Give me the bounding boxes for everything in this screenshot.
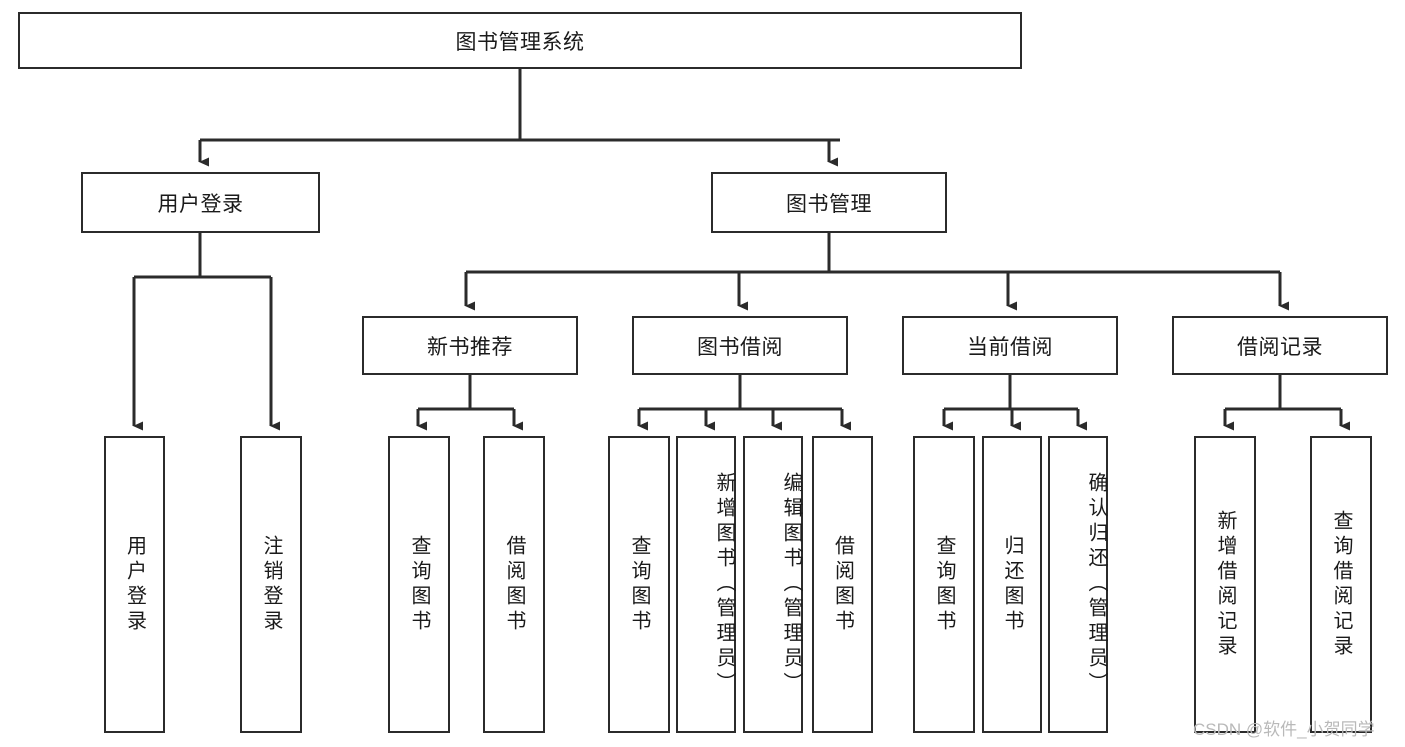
node-root-label: 图书管理系统 xyxy=(455,30,585,54)
node-user-login[interactable]: 用户登录 xyxy=(81,172,320,233)
node-leaf-add-book-admin[interactable]: 新增图书（管理员） xyxy=(676,436,736,733)
node-leaf-confirm-return-admin[interactable]: 确认归还（管理员） xyxy=(1048,436,1108,733)
node-leaf-add-book-admin-label: 新增图书（管理员） xyxy=(713,472,735,697)
node-book-borrow[interactable]: 图书借阅 xyxy=(632,316,848,375)
node-leaf-query-borrow-record[interactable]: 查询借阅记录 xyxy=(1310,436,1372,733)
node-book-manage[interactable]: 图书管理 xyxy=(711,172,947,233)
node-new-book-recommend-label: 新书推荐 xyxy=(427,335,513,359)
node-leaf-user-logout-label: 注销登录 xyxy=(260,534,282,635)
node-root[interactable]: 图书管理系统 xyxy=(18,12,1022,69)
node-leaf-borrow-book-1[interactable]: 借阅图书 xyxy=(483,436,545,733)
node-leaf-add-borrow-record-label: 新增借阅记录 xyxy=(1214,509,1236,660)
node-new-book-recommend[interactable]: 新书推荐 xyxy=(362,316,578,375)
node-borrow-record-label: 借阅记录 xyxy=(1237,335,1323,359)
node-leaf-add-borrow-record[interactable]: 新增借阅记录 xyxy=(1194,436,1256,733)
node-user-login-label: 用户登录 xyxy=(157,192,244,216)
node-leaf-user-login[interactable]: 用户登录 xyxy=(104,436,165,733)
node-leaf-borrow-book-1-label: 借阅图书 xyxy=(503,534,525,635)
csdn-watermark: CSDN @软件_小贺同学 xyxy=(1193,720,1375,739)
node-leaf-query-book-1[interactable]: 查询图书 xyxy=(388,436,450,733)
node-leaf-query-book-3[interactable]: 查询图书 xyxy=(913,436,975,733)
node-borrow-record[interactable]: 借阅记录 xyxy=(1172,316,1388,375)
node-current-borrow-label: 当前借阅 xyxy=(967,335,1053,359)
node-leaf-query-book-1-label: 查询图书 xyxy=(408,534,430,635)
node-current-borrow[interactable]: 当前借阅 xyxy=(902,316,1118,375)
node-leaf-confirm-return-admin-label: 确认归还（管理员） xyxy=(1085,472,1107,697)
node-book-manage-label: 图书管理 xyxy=(786,192,872,216)
node-leaf-query-book-3-label: 查询图书 xyxy=(933,534,955,635)
node-leaf-query-borrow-record-label: 查询借阅记录 xyxy=(1330,509,1352,660)
node-book-borrow-label: 图书借阅 xyxy=(697,335,783,359)
node-leaf-edit-book-admin[interactable]: 编辑图书（管理员） xyxy=(743,436,803,733)
node-leaf-user-logout[interactable]: 注销登录 xyxy=(240,436,302,733)
node-leaf-borrow-book-2-label: 借阅图书 xyxy=(831,534,854,635)
node-leaf-edit-book-admin-label: 编辑图书（管理员） xyxy=(780,472,802,697)
node-leaf-user-login-label: 用户登录 xyxy=(123,534,146,635)
node-leaf-borrow-book-2[interactable]: 借阅图书 xyxy=(812,436,873,733)
node-leaf-return-book[interactable]: 归还图书 xyxy=(982,436,1042,733)
node-leaf-return-book-label: 归还图书 xyxy=(1001,534,1023,635)
node-leaf-query-book-2-label: 查询图书 xyxy=(628,534,650,635)
node-leaf-query-book-2[interactable]: 查询图书 xyxy=(608,436,670,733)
